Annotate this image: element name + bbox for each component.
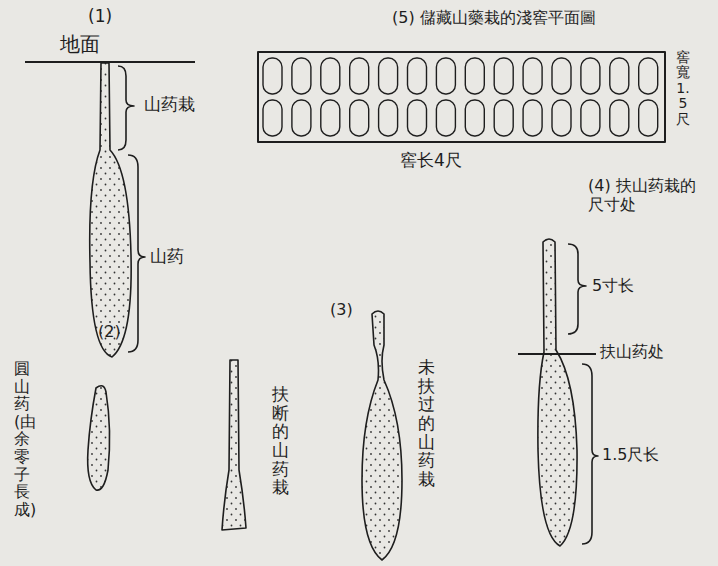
- label: 扶山药处: [600, 342, 664, 361]
- stored-cutting: [263, 100, 282, 136]
- yam-in-ground: [90, 63, 131, 357]
- label: 5寸长: [592, 276, 634, 295]
- label: (5) 儲藏山藥栽的淺窖平面圖: [392, 8, 596, 27]
- vertical-label: 扶断的山药栽: [272, 385, 289, 497]
- stored-cutting: [610, 100, 629, 136]
- stored-cutting: [436, 100, 455, 136]
- label: 1.5尺长: [602, 445, 659, 464]
- label: 山药: [150, 246, 184, 266]
- stored-cutting: [379, 58, 398, 94]
- vertical-label: 圓山药(由余零子長成): [14, 360, 30, 518]
- brace: [582, 364, 598, 544]
- label: (3): [330, 300, 353, 319]
- yam-with-cut: [538, 239, 577, 546]
- stored-cutting: [523, 58, 542, 94]
- stored-cutting: [321, 58, 340, 94]
- stored-cutting: [408, 58, 427, 94]
- cut-line: [518, 353, 596, 355]
- stored-cutting: [321, 100, 340, 136]
- stored-cutting: [494, 100, 513, 136]
- stored-cutting: [581, 58, 600, 94]
- cellar-outline: [258, 52, 665, 142]
- brace: [118, 66, 134, 150]
- unbroken-yam: [362, 311, 402, 560]
- stored-cutting: [379, 100, 398, 136]
- broken-cutting: [222, 360, 246, 530]
- stored-cutting: [552, 58, 571, 94]
- label: (4) 扶山药栽的尺寸处: [588, 176, 708, 214]
- stored-cutting: [552, 100, 571, 136]
- stored-cutting: [292, 58, 311, 94]
- stored-cutting: [639, 58, 658, 94]
- label: 地面: [60, 32, 100, 56]
- stored-cutting: [523, 100, 542, 136]
- stored-cutting: [494, 58, 513, 94]
- stored-cutting: [465, 58, 484, 94]
- label: (2): [98, 322, 121, 341]
- vertical-label: 窖寬1.5尺: [676, 50, 690, 127]
- stored-cutting: [350, 58, 369, 94]
- stored-cutting: [263, 58, 282, 94]
- label: (1): [88, 6, 112, 26]
- stored-cutting: [581, 100, 600, 136]
- stored-cutting: [292, 100, 311, 136]
- stored-cutting: [408, 100, 427, 136]
- label: 山药栽: [144, 94, 195, 114]
- label: 窖长4尺: [400, 150, 462, 170]
- stored-cutting: [436, 58, 455, 94]
- stored-cutting: [639, 100, 658, 136]
- stored-cutting: [610, 58, 629, 94]
- round-yam: [88, 386, 110, 490]
- stored-cutting: [350, 100, 369, 136]
- vertical-label: 未扶过的山药栽: [418, 358, 435, 489]
- stored-cutting: [465, 100, 484, 136]
- brace: [568, 244, 586, 334]
- brace: [128, 155, 145, 352]
- ground-line: [25, 61, 195, 63]
